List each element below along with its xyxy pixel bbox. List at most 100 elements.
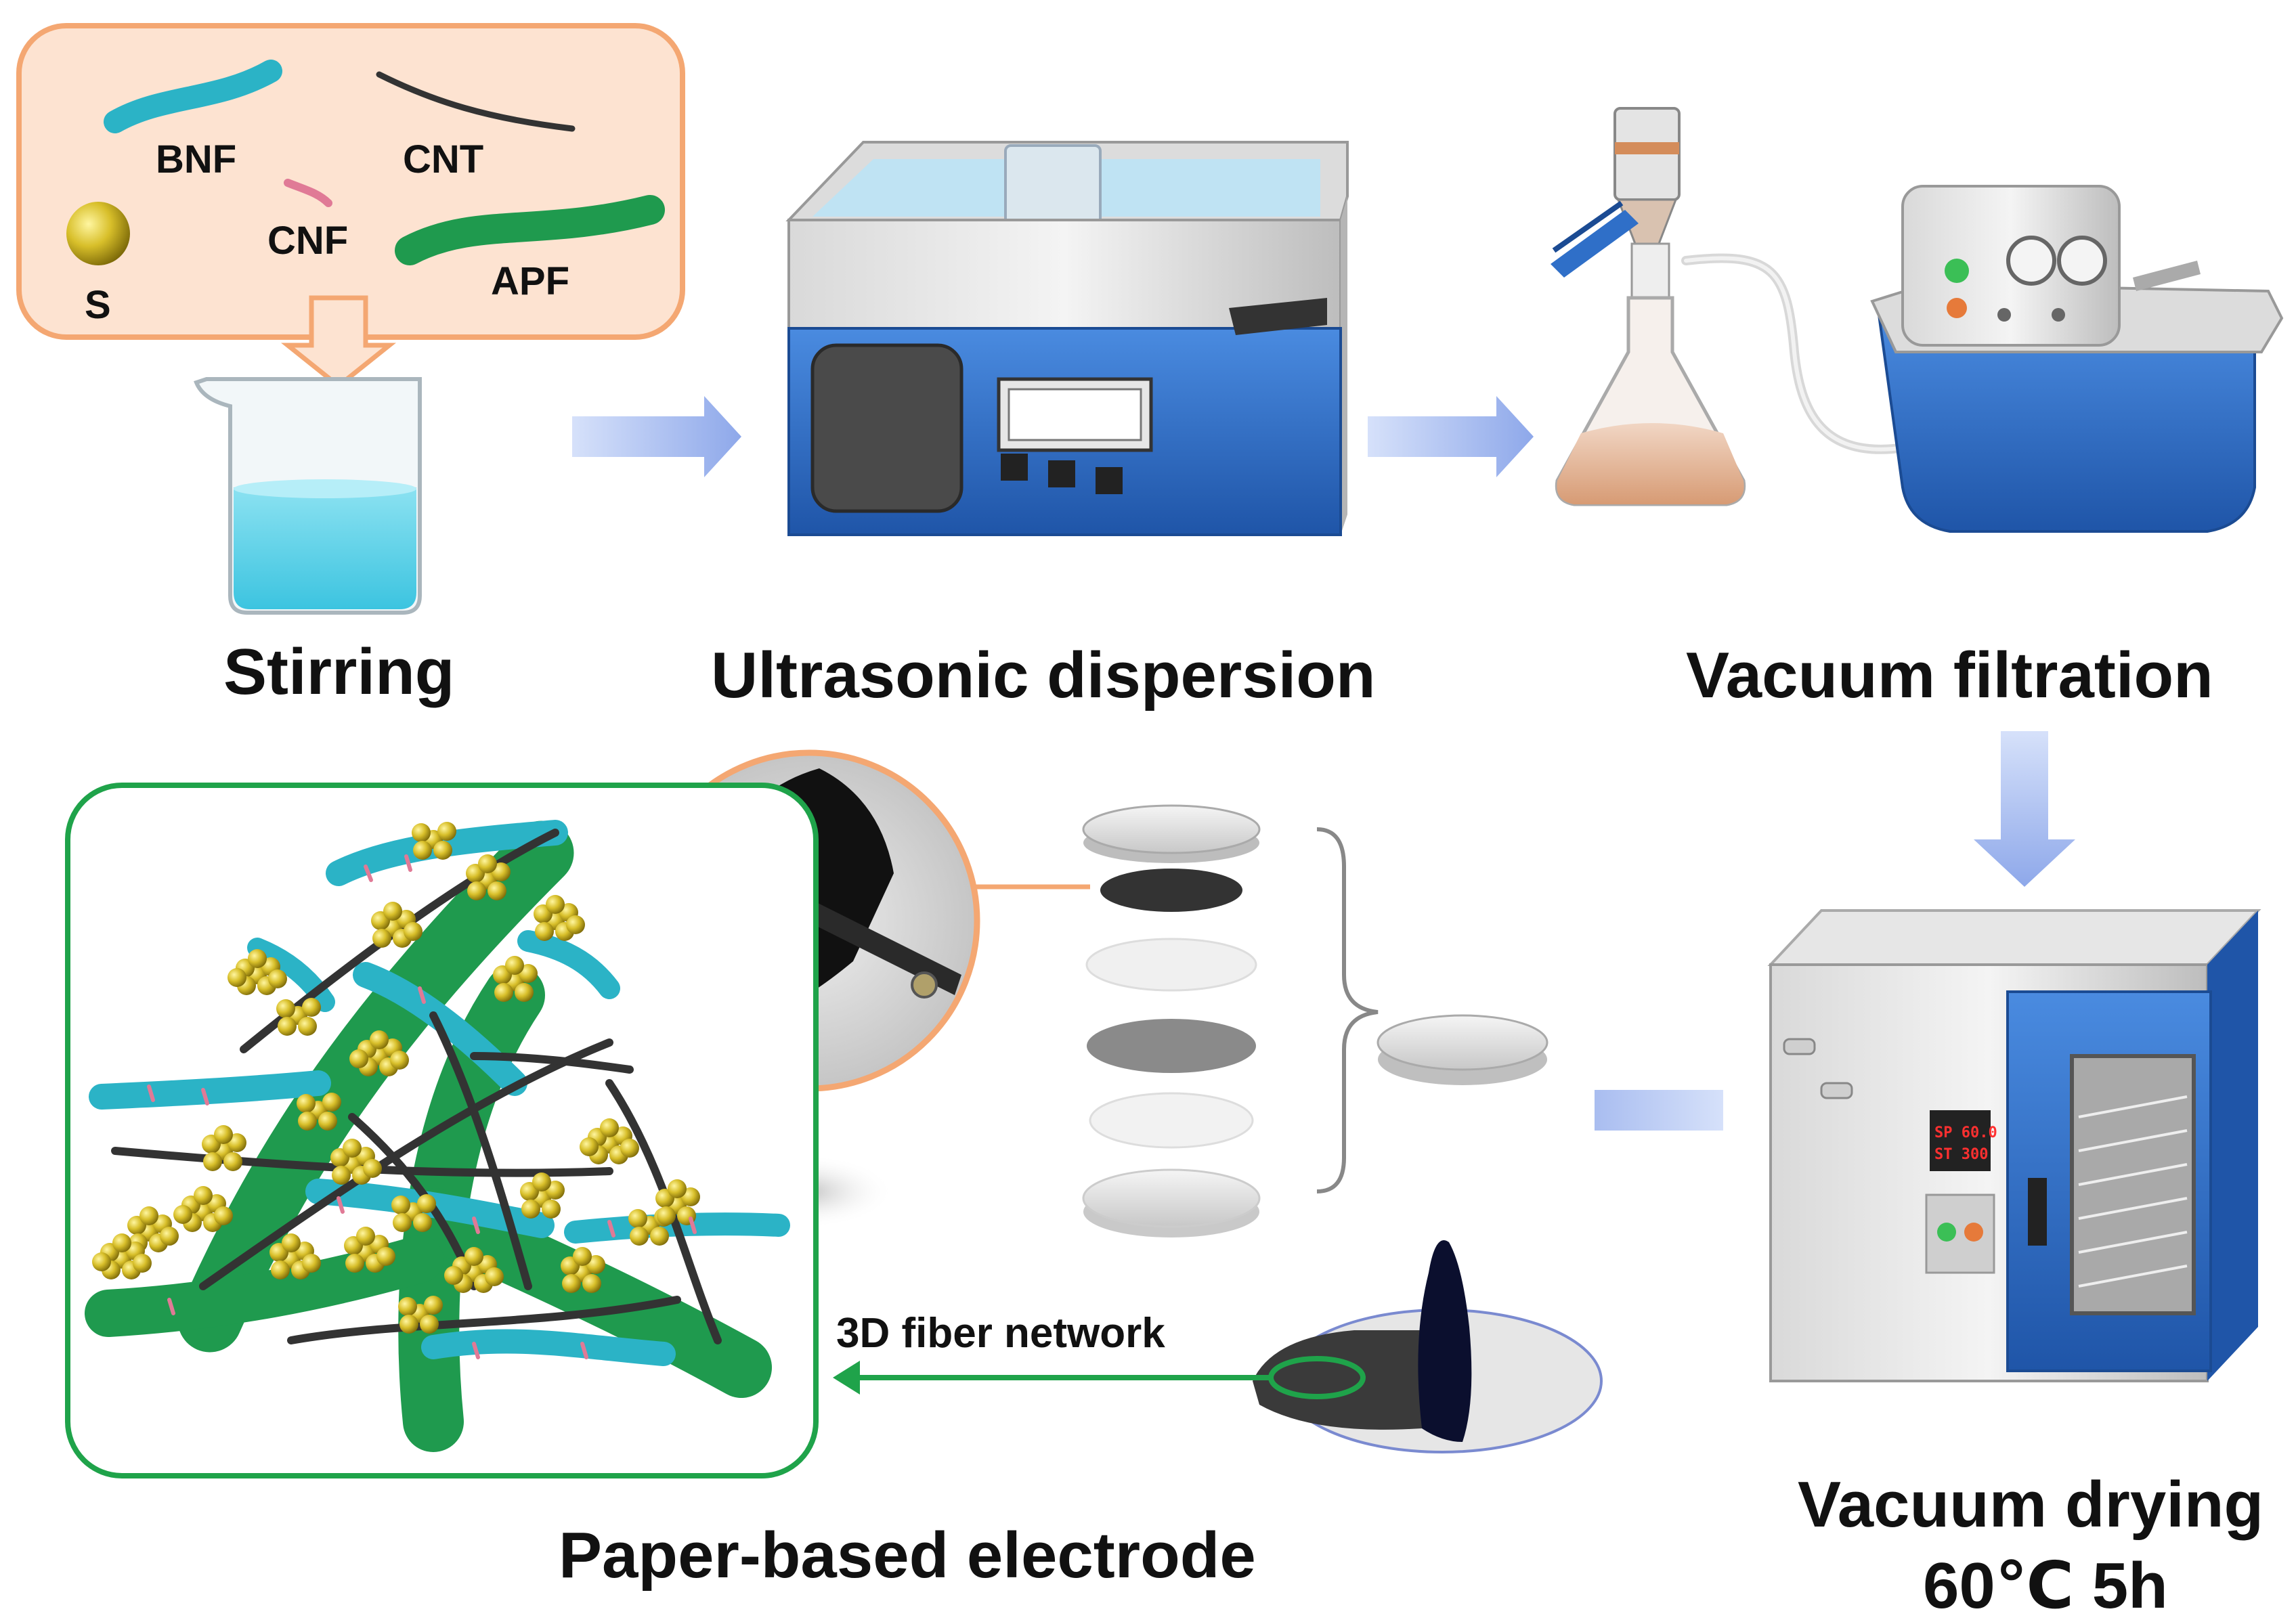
sulfur-particle (363, 1159, 382, 1178)
cnt-fiber-icon (376, 71, 576, 132)
sulfur-particle (302, 998, 321, 1017)
sulfur-particle (203, 1152, 222, 1171)
sulfur-particle (398, 1297, 417, 1316)
sulfur-particle (532, 1172, 551, 1191)
sulfur-particle (535, 922, 554, 941)
sulfur-particle (582, 1274, 601, 1293)
sulfur-particle (223, 1152, 242, 1171)
sulfur-particle (464, 1247, 483, 1266)
sulfur-particle (657, 1206, 676, 1225)
sulfur-particle (412, 823, 431, 842)
sulfur-particle (488, 881, 506, 900)
label-cnf: CNF (267, 219, 348, 263)
sulfur-particle (420, 1315, 439, 1334)
highlight-ring (1268, 1356, 1366, 1399)
step-label-drying-line2: 60℃ 5h (1923, 1550, 2168, 1622)
sulfur-particle (485, 1267, 504, 1286)
sulfur-particle (112, 1233, 131, 1252)
sulfur-particle (376, 1247, 395, 1266)
sulfur-particle (562, 1274, 581, 1293)
sulfur-particle (298, 1112, 317, 1131)
sulfur-particle (214, 1206, 233, 1225)
sulfur-particle (437, 822, 456, 841)
label-bnf: BNF (156, 137, 236, 181)
sulfur-particle (228, 968, 246, 987)
sulfur-particle (92, 1252, 111, 1271)
sulfur-particle (391, 1196, 410, 1214)
sulfur-particle (494, 983, 513, 1002)
label-apf: APF (491, 259, 569, 303)
beaker-icon (194, 377, 422, 615)
sulfur-particle (343, 1139, 362, 1158)
step-label-stirring: Stirring (223, 636, 454, 708)
sulfur-particle (668, 1179, 687, 1198)
apf-fiber-icon (395, 195, 665, 265)
sulfur-particle (630, 1227, 649, 1246)
flow-arrow-1 (572, 396, 741, 477)
sulfur-particle (160, 1227, 179, 1246)
sulfur-particle (573, 1247, 592, 1266)
sulfur-particle (356, 1227, 375, 1246)
sulfur-particle (521, 1200, 540, 1219)
fiber-network-box (65, 783, 819, 1478)
sulfur-particle (417, 1194, 436, 1213)
materials-box: BNF CNT CNF S APF (16, 23, 685, 340)
sulfur-particle (433, 841, 452, 860)
step-label-drying-line1: Vacuum drying (1798, 1468, 2263, 1541)
bnf-fiber-icon (104, 60, 282, 133)
sulfur-particle (372, 929, 391, 948)
sulfur-clusters (92, 822, 700, 1334)
sulfur-particle (370, 1030, 389, 1049)
sulfur-particle (278, 1017, 297, 1036)
sulfur-particle (393, 1213, 412, 1232)
step-label-electrode: Paper-based electrode (559, 1519, 1256, 1592)
sulfur-particle (173, 1205, 192, 1224)
sulfur-particle (322, 1093, 341, 1112)
oven-display-line1: SP 60.0 (1934, 1124, 1997, 1141)
sulfur-particle (383, 902, 402, 921)
brace-icon (1316, 827, 1379, 1193)
clamp-icon (1551, 210, 1639, 278)
assembled-cell-icon (1377, 1014, 1548, 1071)
sulfur-particle (413, 1213, 432, 1232)
sulfur-particle (214, 1125, 233, 1144)
sulfur-particle (424, 1296, 443, 1315)
sulfur-particle (580, 1137, 599, 1156)
cnf-fiber-icon (284, 179, 332, 207)
sulfur-particle-icon (66, 202, 130, 265)
sulfur-particle (650, 1227, 669, 1246)
sulfur-particle (268, 969, 287, 988)
sulfur-particle (628, 1209, 647, 1228)
sulfur-particle (318, 1112, 337, 1131)
sulfur-particle (276, 999, 295, 1018)
sulfur-particle (404, 922, 423, 941)
sulfur-particle (390, 1051, 409, 1070)
sulfur-particle (349, 1049, 368, 1068)
sulfur-particle (282, 1233, 301, 1252)
vacuum-oven-icon: SP 60.0 ST 300 (1767, 909, 2261, 1382)
sulfur-particle (194, 1186, 213, 1205)
sulfur-particle (546, 895, 565, 914)
sulfur-particle (302, 1254, 321, 1273)
sulfur-particle (620, 1139, 639, 1158)
sulfur-particle (467, 881, 486, 900)
sulfur-particle (478, 854, 497, 873)
vacuum-pump-icon (1870, 185, 2284, 533)
sulfur-particle (133, 1254, 152, 1273)
sulfur-particle (139, 1206, 158, 1225)
sulfur-particle (505, 956, 524, 975)
pour-arrow (281, 295, 396, 389)
sulfur-particle (413, 841, 432, 860)
step-label-filtration: Vacuum filtration (1686, 639, 2213, 711)
label-cnt: CNT (403, 137, 483, 181)
sulfur-particle (298, 1017, 317, 1036)
sulfur-particle (444, 1266, 463, 1285)
oven-display-line2: ST 300 (1934, 1146, 1988, 1163)
sulfur-particle (566, 915, 585, 934)
network-arrow-label: 3D fiber network (836, 1310, 1165, 1357)
paper-electrode-disc (1100, 869, 1242, 912)
step-label-ultrasonic: Ultrasonic dispersion (711, 639, 1376, 711)
sulfur-particle (345, 1254, 364, 1273)
cell-stack-icon (1082, 804, 1548, 1237)
